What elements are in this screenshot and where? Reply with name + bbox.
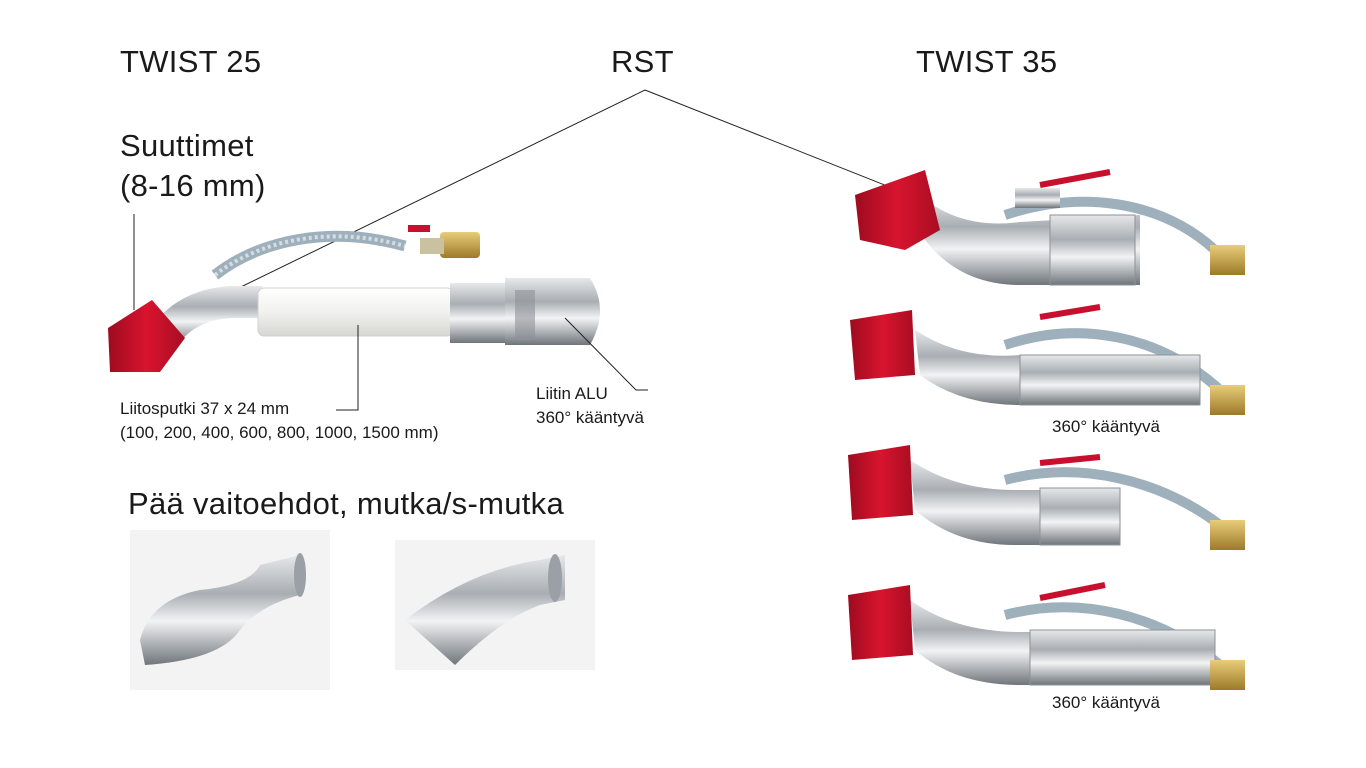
coupling-label-line2: 360° kääntyvä: [536, 408, 644, 427]
coupling-label: Liitin ALU 360° kääntyvä: [536, 382, 644, 430]
twist35-variant-3: [848, 445, 1245, 550]
twist35-variant-2: [850, 304, 1245, 415]
nozzles-label-line2: (8-16 mm): [120, 168, 266, 203]
rst-heading: RST: [611, 44, 674, 79]
twist35-heading: TWIST 35: [916, 44, 1058, 79]
twist35-variant-1: [855, 169, 1245, 286]
connection-pipe-line1: Liitosputki 37 x 24 mm: [120, 399, 290, 418]
coupling-label-line1: Liitin ALU: [536, 384, 608, 403]
nozzles-label: Suuttimet (8-16 mm): [120, 126, 266, 206]
head-options-heading: Pää vaitoehdot, mutka/s-mutka: [128, 486, 565, 521]
twist25-assembly: [108, 225, 600, 372]
twist35-swivel-label-1: 360° kääntyvä: [1052, 417, 1160, 436]
twist35-swivel-label-2: 360° kääntyvä: [1052, 693, 1160, 712]
nozzles-label-line1: Suuttimet: [120, 128, 254, 163]
bend-options: [130, 530, 595, 690]
connection-pipe-label: Liitosputki 37 x 24 mm (100, 200, 400, 6…: [120, 397, 439, 445]
twist25-heading: TWIST 25: [120, 44, 262, 79]
twist35-variant-4: [848, 582, 1245, 690]
connection-pipe-line2: (100, 200, 400, 600, 800, 1000, 1500 mm): [120, 423, 439, 442]
rst-leader-lines: [209, 89, 931, 303]
